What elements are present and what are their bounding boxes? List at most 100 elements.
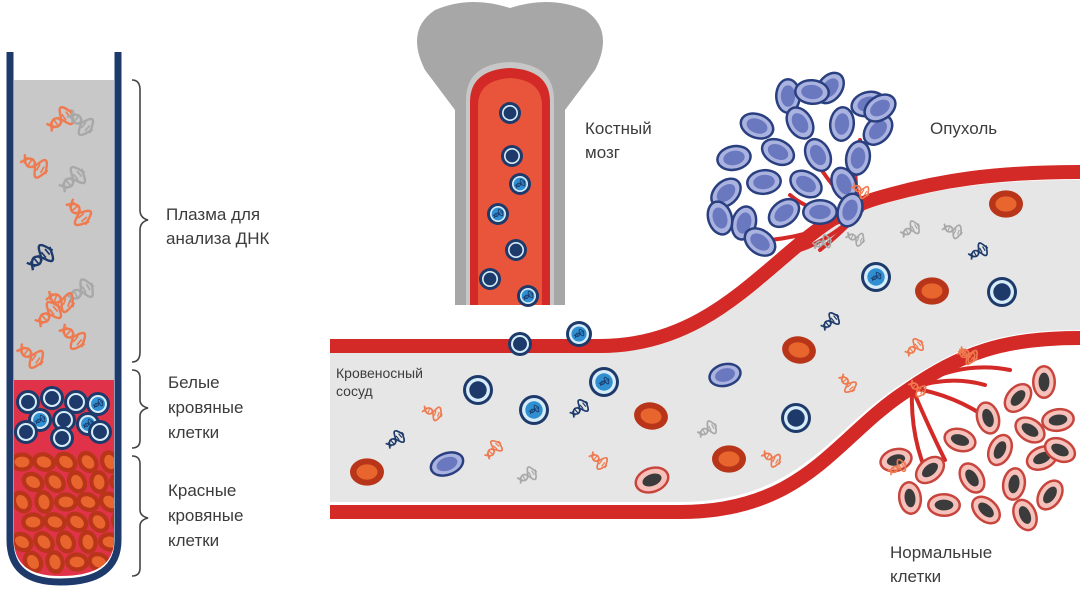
tumor-cell: [760, 137, 796, 167]
white-blood-cell: [987, 277, 1017, 307]
red-blood-cell: [14, 452, 34, 472]
white-blood-cell: [40, 386, 64, 410]
normal-cell: [1012, 498, 1038, 532]
white-blood-cell: [88, 420, 112, 444]
dna-fragment-icon: [838, 373, 857, 394]
white-blood-cell: [14, 420, 38, 444]
tumor-cell: [716, 144, 752, 172]
white-blood-cell: [517, 285, 539, 307]
white-cells-brace: [131, 369, 149, 449]
red-blood-cell: [915, 277, 949, 305]
normal-cell: [914, 455, 946, 485]
tumor-cell: [743, 227, 777, 257]
white-blood-cell: [487, 203, 509, 225]
dna-fragment-icon: [760, 450, 782, 468]
red-blood-cell: [14, 531, 34, 553]
red-blood-cell: [65, 511, 89, 533]
dna-fragment-icon: [887, 458, 907, 476]
red-blood-cell: [44, 471, 66, 493]
normal-cell: [1032, 365, 1056, 399]
blood-vessel: [330, 165, 1080, 519]
tumor-cell: [429, 451, 465, 477]
dna-fragment-icon: [522, 290, 534, 301]
normal-cell: [958, 462, 986, 494]
red-blood-cell: [989, 190, 1023, 218]
normal-cell: [1043, 436, 1077, 464]
white-blood-cell: [86, 392, 110, 416]
plasma-dna-fragments: [15, 105, 95, 370]
white-blood-cell: [479, 268, 501, 290]
tumor-cell: [803, 137, 833, 173]
red-blood-cell: [14, 490, 33, 514]
normal-cell: [1003, 382, 1033, 414]
normal-cell: [897, 481, 923, 515]
normal-cell: [986, 433, 1014, 467]
dna-fragment-icon: [904, 338, 925, 357]
dna-fragment-icon: [34, 300, 63, 328]
dna-fragment-icon: [573, 328, 585, 339]
white-blood-cell: [861, 262, 891, 292]
dna-fragment-icon: [66, 109, 95, 137]
normal-cell: [975, 401, 1001, 435]
red-blood-cell: [45, 550, 65, 574]
dna-fragment-icon: [421, 405, 443, 422]
normal-cell: [1036, 479, 1064, 511]
tube-wall: [6, 52, 122, 586]
normal-cell: [1001, 467, 1027, 501]
tumor-cell: [785, 106, 815, 140]
dna-fragment-icon: [588, 451, 609, 470]
normal-cell: [971, 495, 1001, 525]
white-blood-cell: [781, 403, 811, 433]
red-cell-layer: [14, 450, 114, 574]
dna-fragment-icon: [92, 398, 104, 409]
dna-fragment-icon: [45, 290, 76, 314]
tumor-cell: [708, 362, 742, 388]
red-blood-cell: [78, 530, 98, 554]
normal-cell: [1041, 407, 1075, 433]
plasma-label: Плазма для анализа ДНК: [166, 205, 269, 248]
dna-fragment-icon: [65, 198, 93, 227]
marrow-cells: [479, 102, 539, 307]
dna-fragment-icon: [19, 154, 49, 179]
red-cells-label: Красные кровяные клетки: [168, 481, 248, 550]
red-blood-cell: [350, 458, 384, 486]
red-blood-cell: [100, 450, 114, 474]
dna-fragment-icon: [870, 271, 882, 282]
red-blood-cell: [77, 450, 99, 474]
dna-fragment-icon: [484, 439, 503, 460]
red-blood-cell: [21, 471, 45, 493]
red-blood-cell: [98, 491, 114, 513]
normal-cells-label: Нормальные клетки: [890, 543, 997, 586]
white-blood-cell: [52, 408, 76, 432]
tumor-cells: [706, 71, 897, 257]
dna-fragment-icon: [385, 430, 406, 449]
red-blood-cell: [21, 512, 45, 532]
red-blood-cell: [782, 336, 816, 364]
white-blood-cell: [501, 145, 523, 167]
dna-fragment-icon: [569, 399, 590, 418]
red-blood-cell: [32, 452, 56, 472]
vessel-label: Кровеносный сосуд: [336, 365, 427, 399]
white-blood-cell: [505, 239, 527, 261]
white-blood-cell: [566, 321, 592, 347]
dna-fragment-icon: [941, 223, 963, 240]
dna-fragment-icon: [34, 414, 46, 425]
dna-fragment-icon: [956, 348, 976, 366]
tumor-cell: [767, 197, 801, 229]
plasma-brace: [131, 79, 149, 363]
red-blood-cell: [54, 492, 78, 512]
dna-fragment-icon: [516, 466, 538, 484]
white-cells-label: Белые кровяные клетки: [168, 373, 248, 442]
tumor-cell: [863, 93, 897, 123]
test-tube: [6, 52, 122, 586]
tumor-cell: [844, 140, 872, 176]
tumor-cell: [706, 200, 734, 236]
normal-cells: [879, 348, 1077, 532]
red-blood-cell: [634, 402, 668, 430]
red-blood-cell: [89, 470, 109, 494]
dna-fragment-icon: [967, 242, 989, 260]
tumor-label: Опухоль: [930, 119, 997, 138]
red-blood-cell: [712, 445, 746, 473]
dna-fragment-icon: [58, 323, 87, 351]
dna-fragment-icon: [820, 312, 841, 331]
